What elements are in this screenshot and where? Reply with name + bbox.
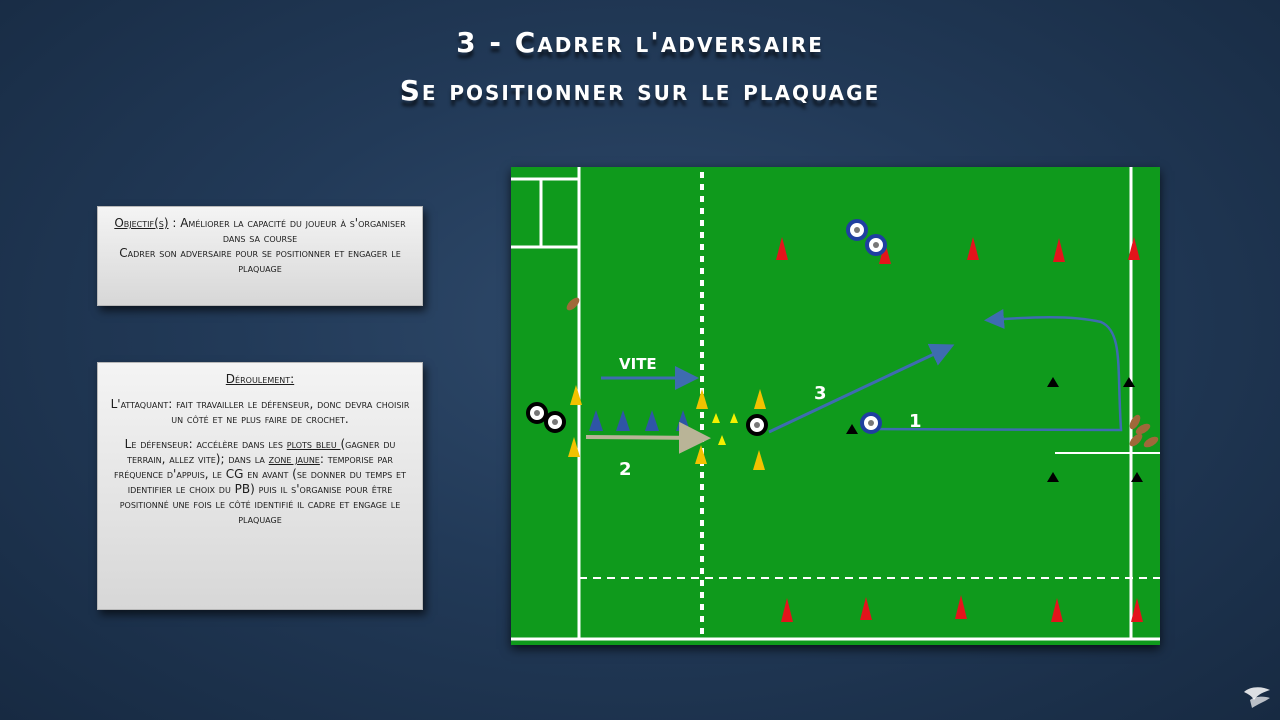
label-1: 1: [909, 411, 922, 432]
para2-text-a: Le défenseur: accélère dans les: [124, 437, 287, 451]
deroulement-card: Déroulement: L'attaquant: fait travaille…: [97, 362, 423, 610]
balls: [566, 297, 1159, 448]
deroulement-heading: Déroulement:: [225, 372, 295, 386]
objectives-label: Objectif(s): [114, 216, 169, 230]
pitch-diagram: VITE 1 2 3: [511, 167, 1160, 645]
deroulement-para2: Le défenseur: accélère dans les plots bl…: [110, 437, 410, 527]
pitch-svg: VITE 1 2 3: [511, 167, 1160, 645]
player-attackers-left: [526, 402, 566, 433]
ffr-logo-icon: [1244, 687, 1270, 708]
pitch-grass: [511, 167, 1160, 645]
page-title: 3 - Cadrer l'adversaire: [456, 26, 824, 59]
objectives-card: Objectif(s) : Améliorer la capacité du j…: [97, 206, 423, 306]
black-markers: [846, 377, 1143, 482]
para2-text-b: (gagner du terrain, allez vite); dans la: [127, 437, 396, 466]
para2-yellow-zone: zone jaune: [268, 452, 320, 466]
objectives-line1: : Améliorer la capacité du joueur à s'or…: [168, 216, 406, 245]
label-vite: VITE: [619, 355, 657, 373]
player-attacker-center: [746, 414, 768, 436]
deroulement-para1: L'attaquant: fait travailler le défenseu…: [110, 397, 410, 426]
objectives-line2: Cadrer son adversaire pour se positionne…: [119, 246, 401, 275]
player-defenders: [846, 219, 887, 434]
yellow-cones: [568, 385, 766, 470]
red-cones-top: [776, 237, 1140, 264]
label-2: 2: [619, 459, 632, 480]
label-3: 3: [814, 383, 827, 404]
para2-text-c: : temporise par fréquence d'appuis, le C…: [114, 452, 406, 526]
arrow-3: [768, 343, 955, 434]
para2-blue-cones: plots bleu: [286, 437, 341, 451]
page-subtitle: Se positionner sur le plaquage: [399, 74, 881, 107]
arrow-2: [585, 421, 711, 454]
arrow-1: [865, 308, 1123, 432]
ffr-logo: [1240, 684, 1274, 718]
red-cones-bottom: [781, 595, 1143, 622]
